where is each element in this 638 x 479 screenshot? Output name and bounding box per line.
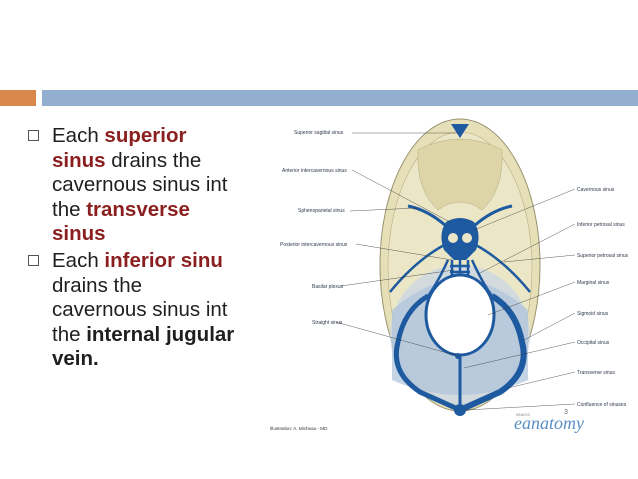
bullet-text: sinus (52, 222, 106, 246)
label-cavernous-sinus: Cavernous sinus (577, 187, 615, 193)
accent-bar-blue (42, 90, 638, 106)
inferior-petrosal-sinus (470, 259, 494, 297)
brand-logo: eanatomy (514, 413, 584, 433)
label-transverse-sinus: Transverse sinus (577, 370, 615, 376)
dural-sinus-illustration: Superior sagittal sinus Anterior interca… (270, 118, 629, 433)
bullet-text: drains the (52, 273, 143, 297)
label-sigmoid-sinus: Sigmoid sinus (577, 311, 609, 317)
bullet-square-icon (28, 254, 39, 266)
bullet-square-icon (28, 130, 39, 141)
page-number: 3 (564, 409, 568, 416)
bullet-text: Each (52, 248, 105, 272)
label-marginal-sinus: Marginal sinus (577, 280, 610, 286)
bullet-text: vein. (52, 347, 99, 371)
bullet-text: internal jugular (86, 322, 235, 346)
anterior-fossa (417, 138, 503, 211)
bullet-text: superior (104, 124, 187, 147)
bullet-line: the transverse (52, 198, 270, 223)
bullet-text: cavernous sinus int (52, 173, 228, 197)
bullet-line: drains the (52, 274, 270, 299)
bullet-line: cavernous sinus int (52, 173, 270, 198)
bullet-text: the (52, 197, 87, 221)
sphenoparietal-sinus (407, 204, 447, 228)
label-sphenoparietal-sinus: Sphenoparietal sinus (298, 208, 345, 214)
label-basilar-plexus: Basilar plexus (312, 284, 344, 290)
bullet-line: sinus (52, 222, 270, 247)
label-straight-sinus: Straight sinus (312, 320, 343, 326)
label-superior-sagittal-sinus: Superior sagittal sinus (294, 130, 344, 136)
label-posterior-intercavernous-sinus: Posterior intercavernous sinus (280, 242, 348, 248)
accent-bar-orange (0, 90, 36, 106)
label-inferior-petrosal-sinus: Inferior petrosal sinus (577, 222, 625, 228)
bullet-line: Each inferior sinu (52, 249, 270, 274)
bullet-text: Each (52, 124, 105, 147)
bullet-line: the internal jugular (52, 323, 270, 348)
cavernous-sinus (441, 218, 479, 260)
basilar-plexus (450, 260, 470, 276)
superior-sagittal-sinus (451, 124, 469, 138)
bullet-text: drains the (105, 148, 202, 172)
bullet-line: Each superior (52, 124, 270, 149)
label-anterior-intercavernous-sinus: Anterior intercavernous sinus (282, 168, 347, 174)
foramen-magnum (424, 273, 496, 357)
confluence-of-sinuses (454, 404, 466, 416)
superior-petrosal-sinus (473, 242, 531, 293)
label-superior-petrosal-sinus: Superior petrosal sinus (577, 253, 629, 259)
bullet-line: vein. (52, 347, 270, 372)
bullet-text: transverse (86, 197, 190, 221)
label-occipital-sinus: Occipital sinus (577, 340, 610, 346)
brand-small: IMAIOS (516, 412, 530, 417)
bullet-text: inferior sinu (104, 248, 223, 272)
bullet-text: cavernous sinus int (52, 298, 228, 322)
sigmoid-sinus (458, 293, 527, 413)
bullet-text: sinus (52, 148, 106, 172)
bullet-line: cavernous sinus int (52, 298, 270, 323)
bullet-text: the (52, 322, 87, 346)
bullet-line: sinus drains the (52, 149, 270, 174)
illustration-credit: Illustration: A. Micheau - MD (270, 426, 328, 431)
label-confluence-of-sinuses: Confluence of sinuses (577, 402, 627, 408)
